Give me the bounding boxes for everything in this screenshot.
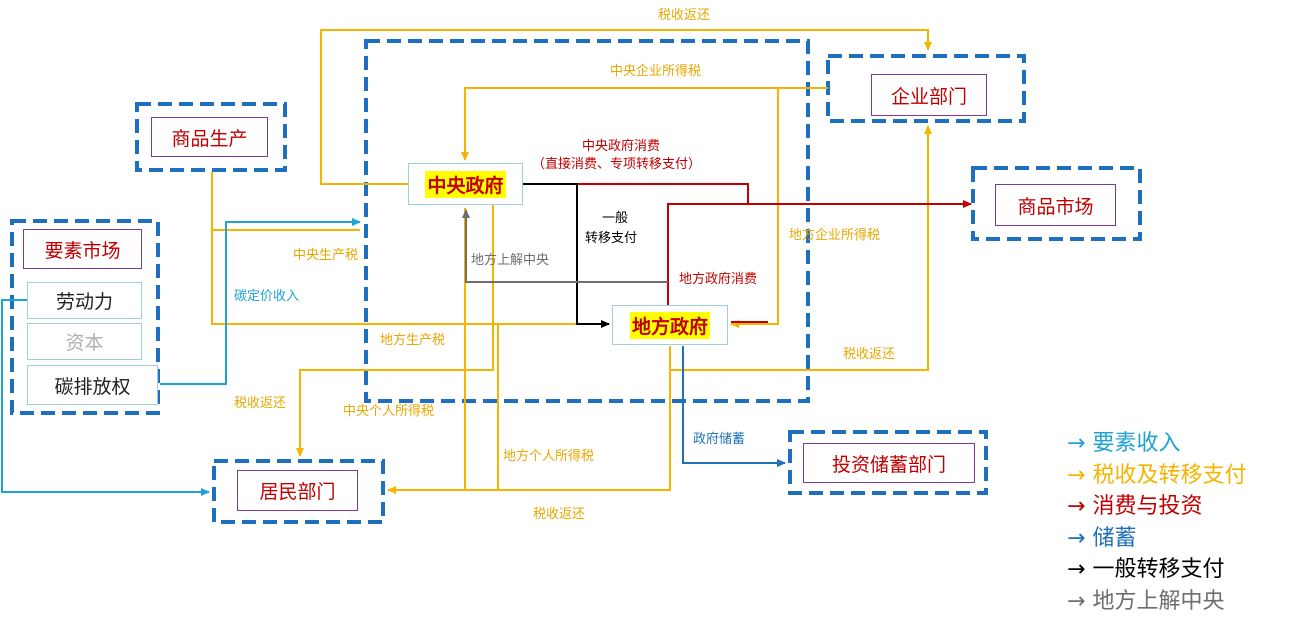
goods-production-node: 商品生产 [151, 117, 268, 157]
legend-item-tax-transfer: → 税收及转移支付 [1067, 460, 1246, 492]
label-general-transfer-1: 一般 [602, 211, 629, 226]
households-node: 居民部门 [237, 470, 358, 511]
legend-arrow-icon: → [1067, 431, 1086, 456]
edge-gov-savings [682, 346, 786, 467]
edge-tax-rebate-bottom [387, 346, 671, 494]
label-central-corp-tax: 中央企业所得税 [610, 64, 702, 79]
goods-market-node: 商品市场 [995, 184, 1116, 226]
edge-local-corp-tax [730, 88, 779, 328]
legend-label: 消费与投资 [1092, 494, 1203, 519]
label-local-consumption: 地方政府消费 [679, 272, 758, 287]
capital-node: 资本 [27, 323, 142, 360]
local-gov-label: 地方政府 [629, 311, 710, 339]
edge-tax-rebate-top [320, 29, 932, 185]
label-tax-rebate-left: 税收返还 [234, 396, 287, 411]
goods-market-group-box [971, 166, 1142, 241]
legend-item-factor-income: → 要素收入 [1067, 428, 1246, 460]
label-gov-savings: 政府储蓄 [693, 432, 746, 447]
legend-item-consumption: → 消费与投资 [1067, 491, 1246, 523]
label-central-consumption-2: （直接消费、专项转移支付） [532, 157, 702, 172]
edge-tax-rebate-left [296, 205, 494, 457]
factor-market-node: 要素市场 [23, 229, 142, 269]
factor-market-group-box [10, 219, 160, 415]
legend-item-savings: → 储蓄 [1067, 523, 1246, 555]
invest-savings-node: 投资储蓄部门 [803, 443, 975, 483]
legend-arrow-icon: → [1067, 462, 1086, 488]
label-general-transfer-2: 转移支付 [585, 231, 638, 246]
legend-label: 要素收入 [1092, 431, 1181, 456]
legend-item-remit: → 地方上解中央 [1067, 586, 1246, 618]
legend-label: 税收及转移支付 [1092, 462, 1247, 488]
legend: → 要素收入 → 税收及转移支付 → 消费与投资 → 储蓄 → 一般转移支付 →… [1067, 428, 1246, 617]
carbon-permit-node: 碳排放权 [27, 365, 158, 405]
local-gov-node: 地方政府 [612, 305, 728, 345]
edge-carbon-pricing-income [160, 218, 361, 385]
edge-local-remit [462, 209, 668, 283]
legend-arrow-icon: → [1067, 588, 1086, 614]
legend-label: 一般转移支付 [1092, 557, 1225, 582]
legend-arrow-icon: → [1067, 525, 1086, 551]
households-group-box [212, 459, 385, 524]
label-local-income-tax: 地方个人所得税 [503, 449, 595, 464]
enterprise-node: 企业部门 [871, 74, 987, 116]
edge-to-goods-market [667, 200, 972, 314]
label-central-income-tax: 中央个人所得税 [343, 404, 435, 419]
central-gov-label: 中央政府 [425, 170, 506, 198]
legend-arrow-icon: → [1067, 494, 1086, 519]
label-central-consumption-1: 中央政府消费 [582, 139, 661, 154]
label-tax-rebate-right: 税收返还 [843, 347, 896, 362]
label-tax-rebate-bottom: 税收返还 [533, 507, 586, 522]
edge-central-corp-tax [461, 87, 828, 161]
edge-central-consumption [523, 183, 749, 204]
edge-tax-rebate-right [670, 125, 932, 371]
central-gov-node: 中央政府 [408, 163, 523, 205]
legend-label: 储蓄 [1092, 525, 1137, 551]
label-local-remit: 地方上解中央 [471, 253, 550, 268]
label-local-corp-tax: 地方企业所得税 [789, 228, 881, 243]
legend-arrow-icon: → [1067, 557, 1086, 582]
goods-production-group-box [135, 102, 287, 172]
labor-node: 劳动力 [27, 282, 142, 319]
label-tax-rebate-top: 税收返还 [658, 8, 711, 23]
label-central-production-tax: 中央生产税 [293, 248, 359, 263]
invest-savings-group-box [788, 430, 988, 495]
legend-label: 地方上解中央 [1092, 588, 1225, 614]
edge-labor-income [1, 299, 210, 496]
government-group-box [364, 39, 810, 403]
label-carbon-pricing-income: 碳定价收入 [234, 289, 300, 304]
label-local-production-tax: 地方生产税 [380, 333, 446, 348]
edge-local-production-tax [211, 230, 610, 328]
edge-general-transfer [523, 183, 610, 328]
legend-item-general-transfer: → 一般转移支付 [1067, 554, 1246, 586]
